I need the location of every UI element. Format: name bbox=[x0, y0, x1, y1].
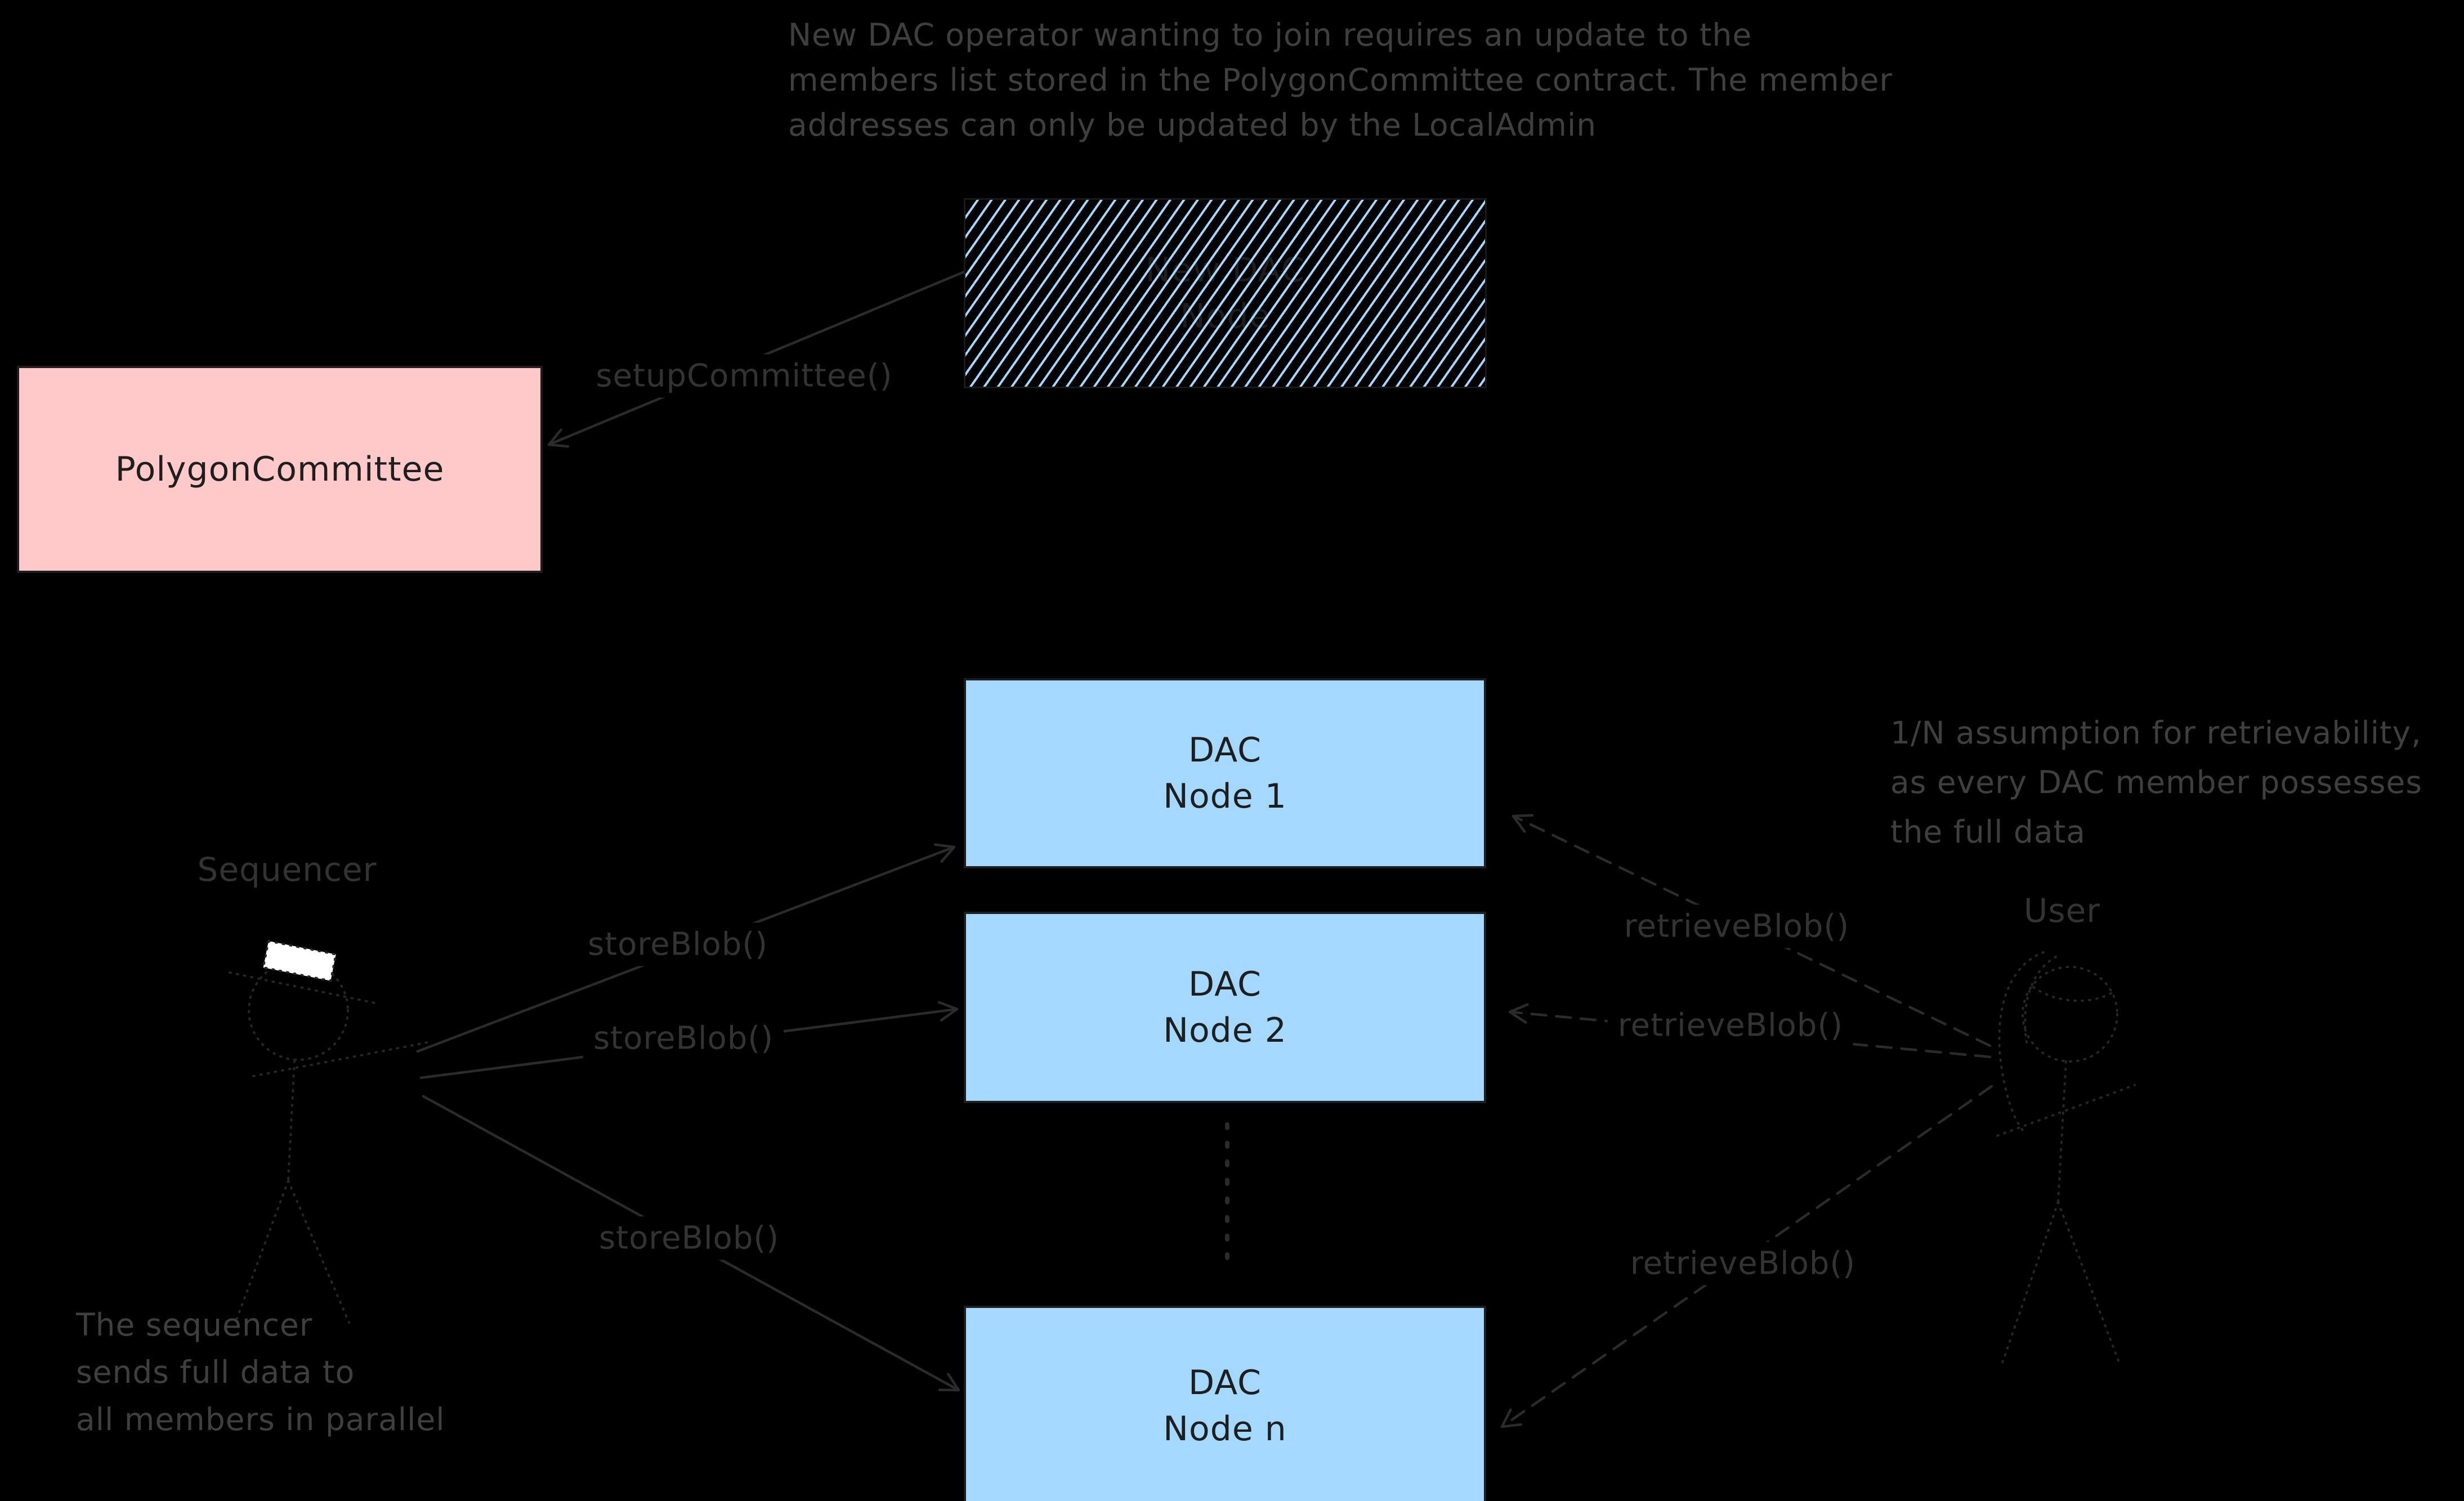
retrievability-note: 1/N assumption for retrievability, as ev… bbox=[1890, 708, 2422, 857]
dac-node-2-box: DAC Node 2 bbox=[964, 912, 1486, 1103]
user-fringe bbox=[2032, 986, 2117, 1002]
sequencer-hat-brim bbox=[229, 971, 381, 1005]
polygon-committee-box: PolygonCommittee bbox=[17, 366, 543, 573]
sequencer-hat bbox=[262, 939, 338, 983]
dac-node-n-label-line2: Node n bbox=[1163, 1409, 1287, 1449]
arrow-retrieve-blob-1 bbox=[1512, 814, 1992, 1047]
store-blob-2-label: storeBlob() bbox=[583, 1016, 784, 1060]
dac-node-2-label-line1: DAC bbox=[1188, 965, 1262, 1004]
dac-node-1-box: DAC Node 1 bbox=[964, 678, 1486, 868]
retrievability-note-line3: the full data bbox=[1890, 814, 2086, 850]
retrievability-note-line1: 1/N assumption for retrievability, bbox=[1890, 715, 2422, 751]
new-dac-node-label-line1: New DAC bbox=[1145, 250, 1305, 290]
dac-node-n-label-line1: DAC bbox=[1188, 1363, 1262, 1403]
retrieve-blob-2-label: retrieveBlob() bbox=[1607, 1003, 1854, 1047]
store-blob-1-label: storeBlob() bbox=[577, 922, 779, 966]
sequencer-figure bbox=[229, 939, 429, 1324]
dac-node-n-box: DAC Node n bbox=[964, 1306, 1486, 1501]
store-blob-3-label: storeBlob() bbox=[588, 1216, 790, 1260]
sequencer-label: Sequencer bbox=[187, 847, 387, 892]
dac-node-1-label-line2: Node 1 bbox=[1163, 777, 1287, 816]
arrow-retrieve-blob-2 bbox=[1508, 1003, 1992, 1059]
sequencer-note-line3: all members in parallel bbox=[76, 1401, 445, 1437]
polygon-committee-label: PolygonCommittee bbox=[115, 450, 445, 489]
top-note-line1: New DAC operator wanting to join require… bbox=[788, 17, 1752, 53]
sequencer-note-line1: The sequencer bbox=[76, 1307, 313, 1343]
sequencer-note: The sequencer sends full data to all mem… bbox=[76, 1301, 445, 1443]
top-note-line2: members list stored in the PolygonCommit… bbox=[788, 62, 1893, 98]
retrieve-blob-3-label: retrieveBlob() bbox=[1620, 1242, 1866, 1285]
dac-node-1-label-line1: DAC bbox=[1188, 731, 1262, 770]
top-note: New DAC operator wanting to join require… bbox=[788, 12, 1893, 147]
new-dac-node-box: New DAC Node bbox=[964, 198, 1487, 388]
retrievability-note-line2: as every DAC member possesses bbox=[1890, 764, 2422, 800]
new-dac-node-label-line2: Node bbox=[1180, 297, 1271, 336]
dac-node-2-label-line2: Node 2 bbox=[1163, 1011, 1287, 1050]
retrieve-blob-1-label: retrieveBlob() bbox=[1613, 904, 1860, 948]
user-hair-inner bbox=[2024, 956, 2057, 1043]
user-label: User bbox=[2013, 888, 2111, 933]
top-note-line3: addresses can only be updated by the Loc… bbox=[788, 107, 1597, 143]
sequencer-note-line2: sends full data to bbox=[76, 1354, 355, 1390]
user-hair bbox=[1998, 951, 2045, 1135]
setup-committee-label: setupCommittee() bbox=[585, 354, 903, 398]
user-figure bbox=[1996, 951, 2136, 1365]
